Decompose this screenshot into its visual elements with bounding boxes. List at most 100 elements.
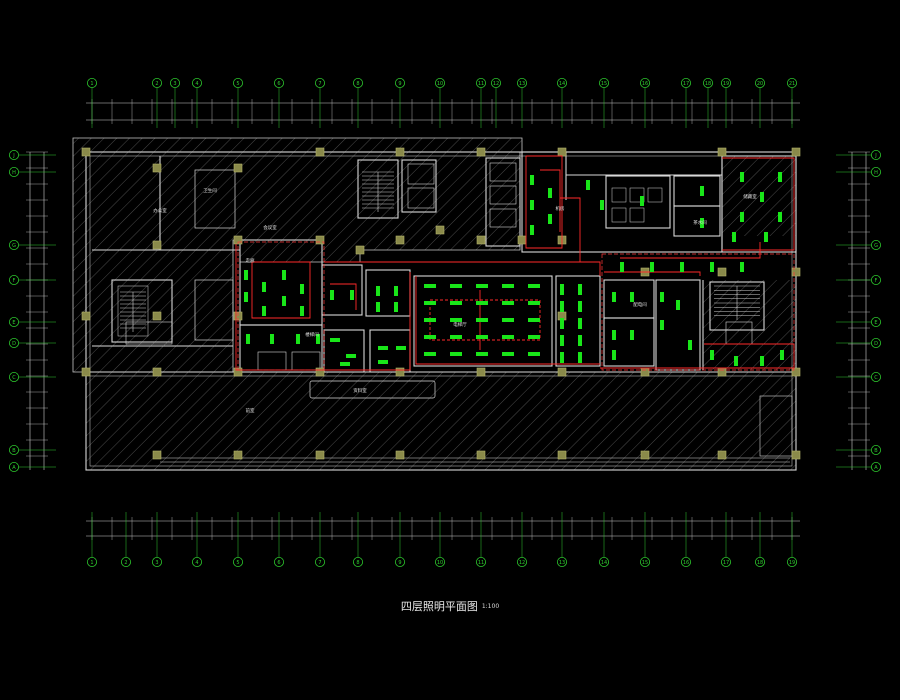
axis-bubble-top-19: 20 <box>755 78 766 89</box>
light-fixture <box>376 302 380 312</box>
light-fixture <box>740 172 744 182</box>
axis-bubble-top-5: 6 <box>273 78 284 89</box>
drawing-title-text: 四层照明平面图 <box>400 600 478 613</box>
axis-label: 5 <box>236 81 239 87</box>
axis-label: 16 <box>683 560 689 566</box>
dimension-chains <box>29 102 867 537</box>
axis-label: G <box>874 243 878 249</box>
axis-label: A <box>874 465 878 471</box>
light-fixture <box>734 356 738 366</box>
light-fixture <box>340 362 350 366</box>
light-fixture <box>476 301 488 305</box>
light-fixture <box>330 290 334 300</box>
axis-label: 1 <box>90 560 93 566</box>
axis-bubble-top-18: 19 <box>721 78 732 89</box>
axis-bubble-bottom-11: 12 <box>517 557 528 568</box>
axis-label: D <box>874 341 878 347</box>
axis-label: 6 <box>277 560 280 566</box>
axis-bubble-top-15: 16 <box>640 78 651 89</box>
light-fixture <box>450 335 462 339</box>
light-fixture <box>760 356 764 366</box>
axis-label: 15 <box>642 560 648 566</box>
light-fixture <box>578 301 582 312</box>
axis-bubble-left-2: G <box>8 239 19 250</box>
axis-bubble-top-11: 12 <box>490 78 501 89</box>
axis-bubble-bottom-18: 19 <box>787 557 798 568</box>
axis-bubble-left-3: F <box>8 274 19 285</box>
axis-label: D <box>12 341 16 347</box>
axis-label: 17 <box>723 560 729 566</box>
light-fixture <box>394 302 398 312</box>
axis-bubble-left-6: C <box>8 371 19 382</box>
light-fixture <box>780 350 784 360</box>
light-fixture <box>502 284 514 288</box>
axis-bubble-right-5: D <box>871 337 882 348</box>
axis-label: 15 <box>601 81 607 87</box>
axis-label: 9 <box>398 81 401 87</box>
axis-label: F <box>875 278 878 284</box>
axis-bubble-top-13: 14 <box>557 78 568 89</box>
axis-bubble-right-1: H <box>871 166 882 177</box>
structural-columns <box>81 147 801 460</box>
light-fixture <box>300 306 304 316</box>
light-fixture <box>394 286 398 296</box>
axis-bubble-top-14: 15 <box>599 78 610 89</box>
light-fixture <box>676 300 680 310</box>
light-fixture <box>578 352 582 363</box>
axis-bubble-top-12: 13 <box>517 78 528 89</box>
light-fixture <box>502 352 514 356</box>
axis-label: 4 <box>195 560 198 566</box>
axis-label: J <box>874 153 876 159</box>
light-fixture <box>700 186 704 196</box>
axis-label: H <box>874 170 878 176</box>
axis-label: 14 <box>601 560 607 566</box>
room-label: 办公室 <box>153 207 167 214</box>
axis-bubble-top-9: 10 <box>434 78 445 89</box>
axis-label: 7 <box>318 560 321 566</box>
light-fixture <box>424 335 436 339</box>
light-fixture <box>612 292 616 302</box>
axis-label: B <box>12 448 16 454</box>
light-fixture <box>732 232 736 242</box>
room-label: 电梯厅 <box>453 321 467 328</box>
light-fixture <box>346 354 356 358</box>
light-fixture <box>528 335 540 339</box>
light-fixture <box>316 334 320 344</box>
light-fixture <box>778 172 782 182</box>
light-fixture <box>760 192 764 202</box>
axis-label: 7 <box>318 81 321 87</box>
axis-label: 18 <box>757 560 763 566</box>
light-fixture <box>528 301 540 305</box>
room-label: 会议室 <box>263 224 277 231</box>
axis-label: 11 <box>478 81 484 87</box>
axis-label: 9 <box>398 560 401 566</box>
drawing-title: 四层照明平面图 1:100 <box>360 596 540 616</box>
axis-label: 8 <box>356 560 359 566</box>
light-fixture <box>476 284 488 288</box>
axis-label: 2 <box>155 81 158 87</box>
axis-bubble-left-8: A <box>8 461 19 472</box>
light-fixture <box>270 334 274 344</box>
light-fixture <box>688 340 692 350</box>
axis-label: 10 <box>437 81 443 87</box>
light-fixture <box>640 196 644 206</box>
axis-bubble-right-4: E <box>871 316 882 327</box>
axis-bubble-bottom-0: 1 <box>87 557 98 568</box>
light-fixture <box>630 330 634 340</box>
axis-bubble-top-0: 1 <box>87 78 98 89</box>
axis-label: J <box>12 153 14 159</box>
axis-label: 19 <box>789 560 795 566</box>
axis-label: 12 <box>519 560 525 566</box>
axis-label: 17 <box>683 81 689 87</box>
light-fixture <box>530 175 534 185</box>
light-fixture <box>376 286 380 296</box>
light-fixture <box>612 350 616 360</box>
axis-label: B <box>874 448 878 454</box>
light-fixture <box>476 335 488 339</box>
light-fixture <box>700 218 704 228</box>
axis-bubble-bottom-13: 14 <box>599 557 610 568</box>
